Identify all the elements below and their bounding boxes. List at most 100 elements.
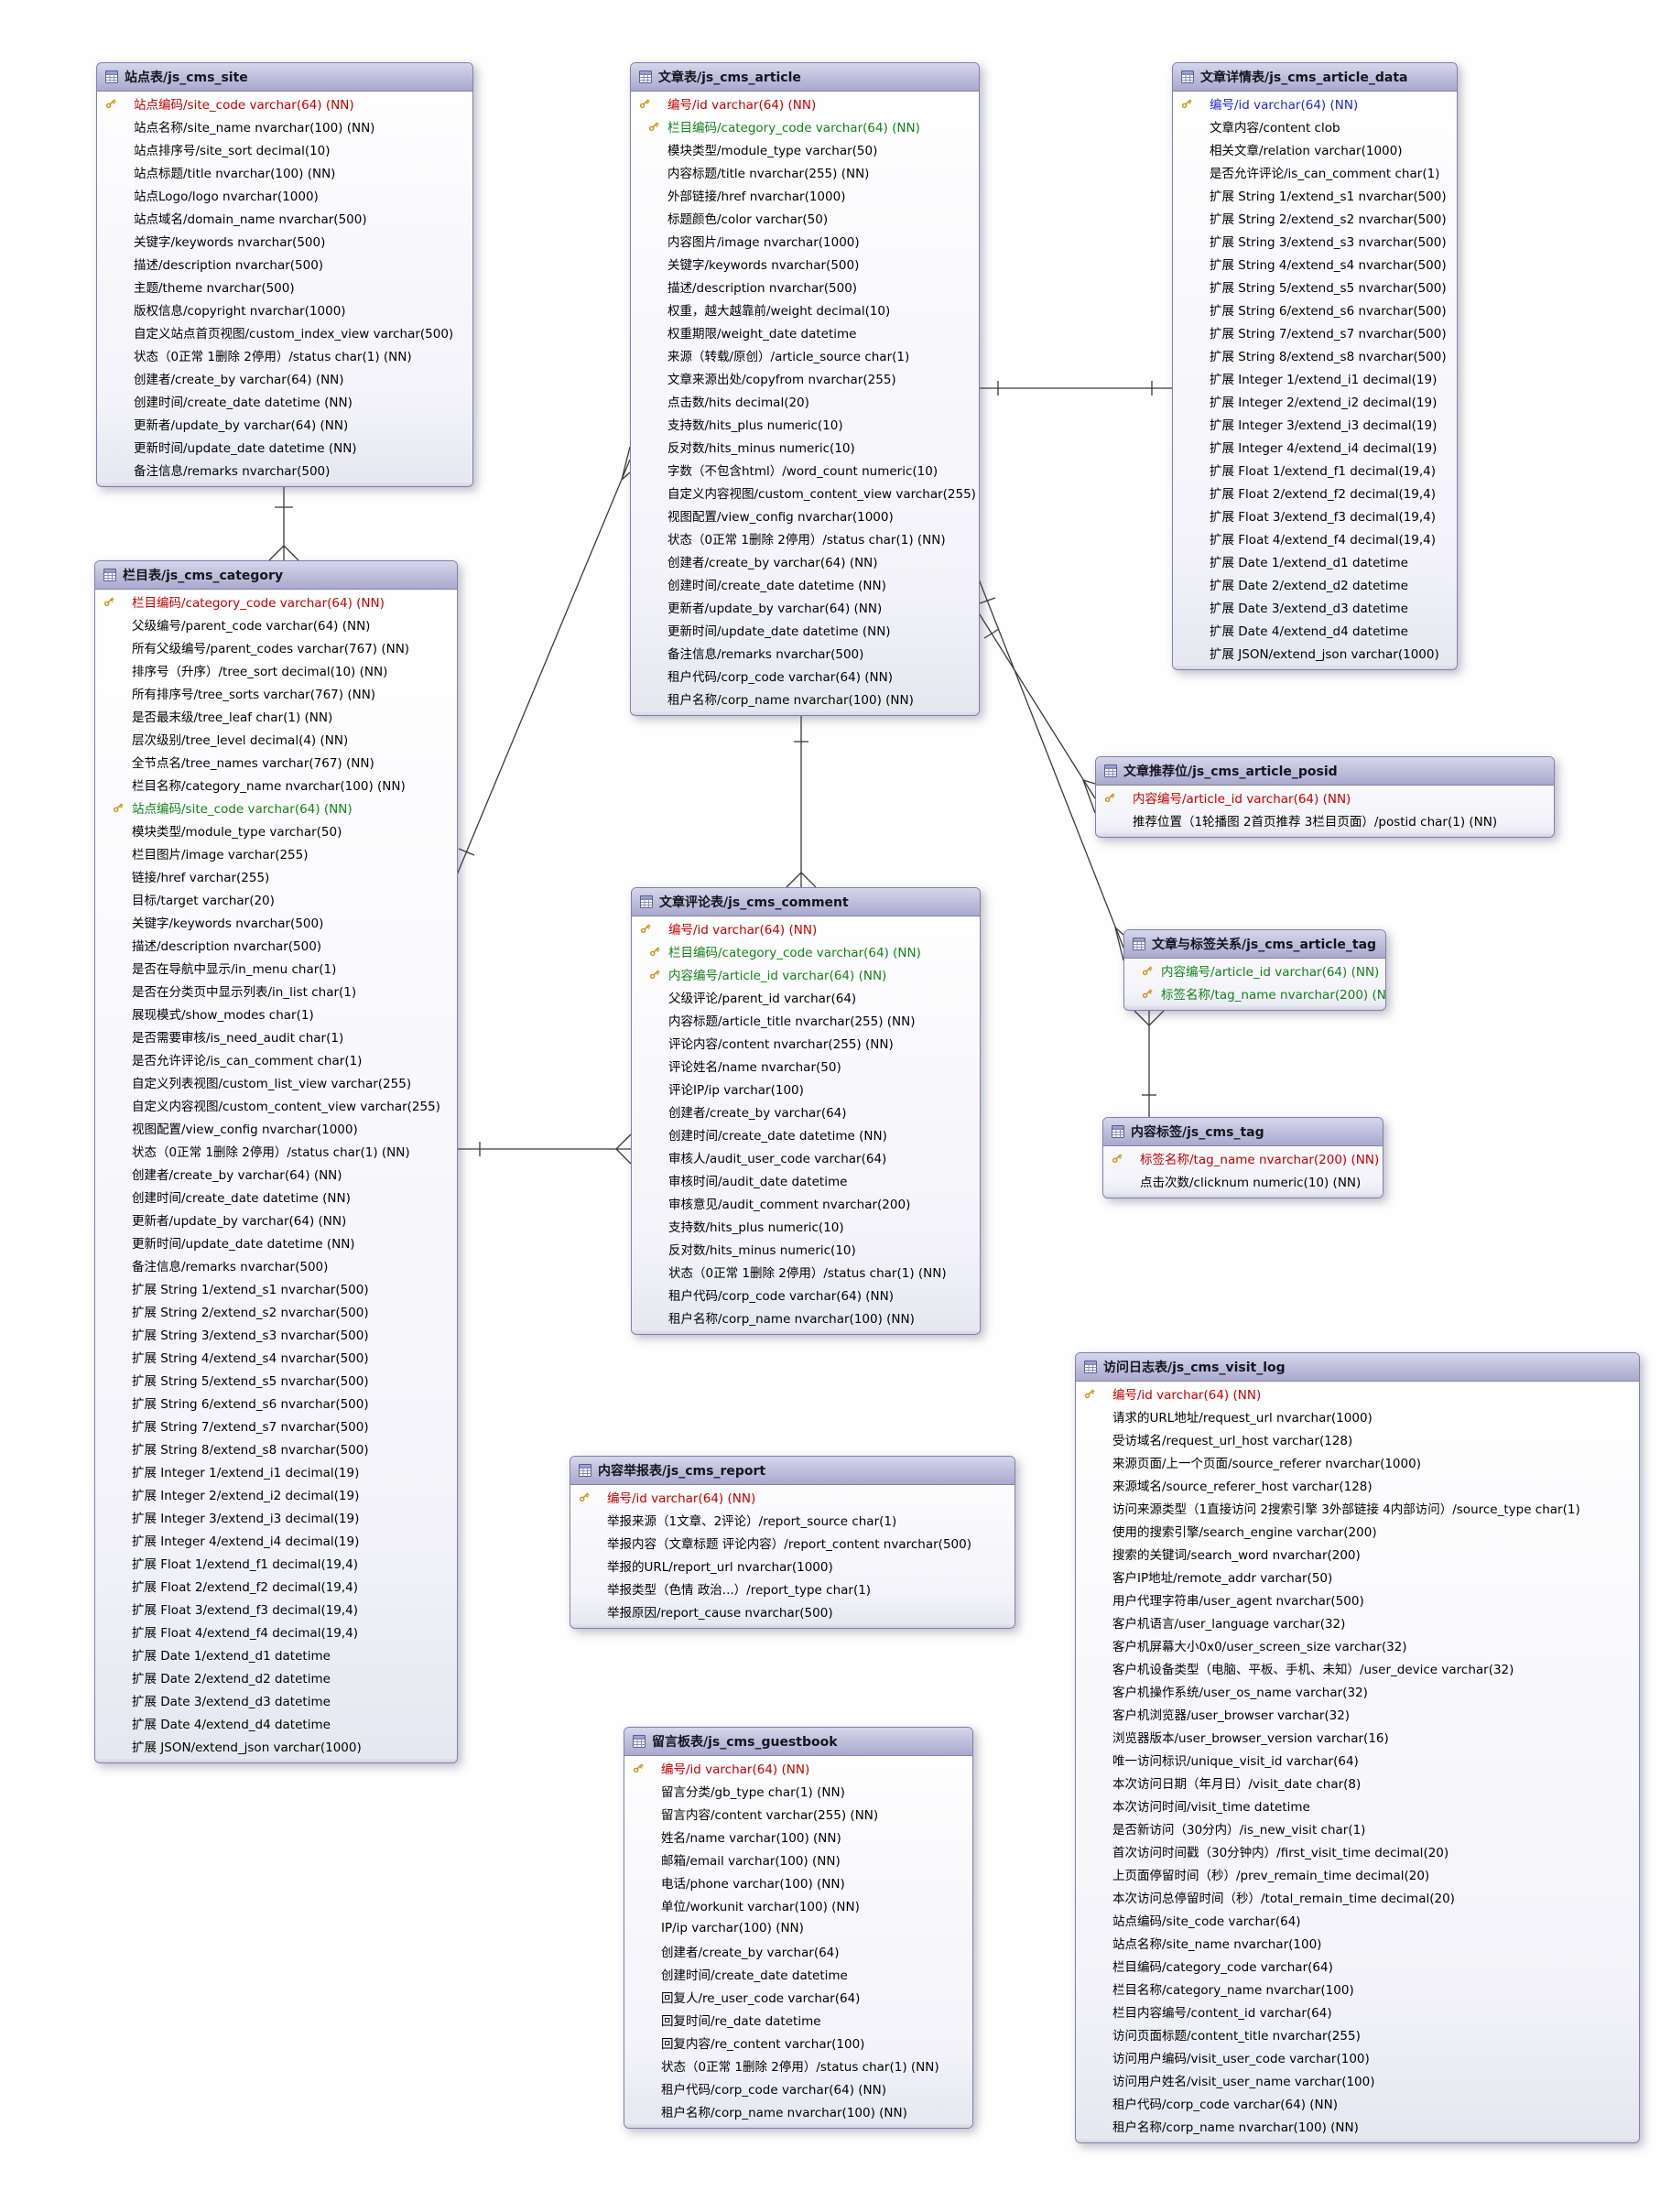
field-label: 客户机语言/user_language varchar(32) bbox=[1112, 1616, 1346, 1632]
relationship-line-segment bbox=[1148, 1010, 1165, 1026]
card-footer bbox=[1103, 1192, 1383, 1198]
field-row: 关键字/keywords nvarchar(500) bbox=[95, 910, 457, 933]
field-label: 反对数/hits_minus numeric(10) bbox=[668, 1242, 856, 1258]
card-footer bbox=[97, 481, 472, 486]
entity-js_cms_visit_log[interactable]: 访问日志表/js_cms_visit_log 编号/id varchar(64) … bbox=[1075, 1352, 1640, 2143]
table-header[interactable]: 文章与标签关系/js_cms_article_tag bbox=[1124, 930, 1385, 959]
table-header[interactable]: 文章推荐位/js_cms_article_posid bbox=[1096, 757, 1554, 786]
field-label: 自定义站点首页视图/custom_index_view varchar(500) bbox=[134, 326, 454, 342]
field-label: 审核时间/audit_date datetime bbox=[668, 1174, 848, 1189]
table-header[interactable]: 内容举报表/js_cms_report bbox=[570, 1457, 1015, 1485]
table-header[interactable]: 文章评论表/js_cms_comment bbox=[632, 888, 980, 916]
field-row: 扩展 Integer 4/extend_i4 decimal(19) bbox=[95, 1528, 457, 1551]
field-row: 内容编号/article_id varchar(64) (NN) bbox=[1096, 786, 1554, 808]
field-row: 父级编号/parent_code varchar(64) (NN) bbox=[95, 613, 457, 635]
field-row: 扩展 Float 2/extend_f2 decimal(19,4) bbox=[95, 1574, 457, 1597]
entity-js_cms_comment[interactable]: 文章评论表/js_cms_comment 编号/id varchar(64) (N… bbox=[631, 887, 981, 1335]
table-header[interactable]: 访问日志表/js_cms_visit_log bbox=[1076, 1353, 1639, 1382]
field-label: 是否最末级/tree_leaf char(1) (NN) bbox=[132, 710, 333, 725]
field-row: 是否在分类页中显示列表/in_list char(1) bbox=[95, 979, 457, 1002]
field-label: 扩展 String 6/extend_s6 nvarchar(500) bbox=[1210, 303, 1447, 319]
field-label: 唯一访问标识/unique_visit_id varchar(64) bbox=[1112, 1753, 1359, 1769]
field-label: 来源页面/上一个页面/source_referer nvarchar(1000) bbox=[1112, 1456, 1421, 1471]
field-row: 栏目图片/image varchar(255) bbox=[95, 841, 457, 864]
field-row: 是否需要审核/is_need_audit char(1) bbox=[95, 1025, 457, 1047]
field-row: 扩展 Date 2/extend_d2 datetime bbox=[1173, 572, 1457, 595]
foreign-key-cell bbox=[1124, 987, 1161, 1000]
field-label: 备注信息/remarks nvarchar(500) bbox=[134, 463, 331, 479]
relationship-line-segment bbox=[1114, 927, 1124, 961]
field-label: 站点域名/domain_name nvarchar(500) bbox=[134, 211, 367, 227]
field-row: 反对数/hits_minus numeric(10) bbox=[631, 435, 979, 458]
relationship-line-segment bbox=[1134, 1010, 1150, 1026]
field-label: 本次访问总停留时间（秒）/total_remain_time decimal(2… bbox=[1112, 1891, 1455, 1906]
field-label: 扩展 Date 4/extend_d4 datetime bbox=[132, 1717, 331, 1732]
field-label: 更新时间/update_date datetime (NN) bbox=[132, 1236, 355, 1252]
field-label: 站点名称/site_name nvarchar(100) (NN) bbox=[134, 120, 375, 136]
field-label: 链接/href varchar(255) bbox=[132, 870, 270, 885]
primary-key-cell bbox=[1173, 97, 1210, 110]
field-label: 创建者/create_by varchar(64) (NN) bbox=[132, 1167, 342, 1183]
table-header[interactable]: 内容标签/js_cms_tag bbox=[1103, 1118, 1383, 1146]
field-row: 栏目名称/category_name nvarchar(100) bbox=[1076, 1977, 1639, 2000]
field-label: 扩展 Integer 3/extend_i3 decimal(19) bbox=[132, 1511, 360, 1526]
relationship-line-segment bbox=[977, 576, 1124, 949]
field-label: 反对数/hits_minus numeric(10) bbox=[667, 440, 855, 456]
field-row: 目标/target varchar(20) bbox=[95, 887, 457, 910]
field-label: 编号/id varchar(64) (NN) bbox=[1210, 97, 1359, 113]
field-row: 扩展 Integer 3/extend_i3 decimal(19) bbox=[95, 1505, 457, 1528]
field-row: 所有父级编号/parent_codes varchar(767) (NN) bbox=[95, 635, 457, 658]
field-row: 唯一访问标识/unique_visit_id varchar(64) bbox=[1076, 1748, 1639, 1771]
field-row: 扩展 String 1/extend_s1 nvarchar(500) bbox=[1173, 183, 1457, 206]
key-icon bbox=[1142, 989, 1153, 998]
relationship-line-segment bbox=[979, 597, 996, 604]
field-label: 举报内容（文章标题 评论内容）/report_content nvarchar(… bbox=[607, 1536, 971, 1552]
field-label: 层次级别/tree_level decimal(4) (NN) bbox=[132, 732, 349, 748]
field-label: 扩展 Float 2/extend_f2 decimal(19,4) bbox=[1210, 486, 1437, 502]
field-label: 编号/id varchar(64) (NN) bbox=[1112, 1387, 1262, 1403]
field-label: 扩展 Integer 2/extend_i2 decimal(19) bbox=[1210, 395, 1438, 410]
table-header[interactable]: 文章表/js_cms_article bbox=[631, 63, 979, 92]
field-label: 扩展 Float 4/extend_f4 decimal(19,4) bbox=[1210, 532, 1437, 548]
field-row: 点击次数/clicknum numeric(10) (NN) bbox=[1103, 1169, 1383, 1192]
field-row: 是否在导航中显示/in_menu char(1) bbox=[95, 956, 457, 979]
field-row: 评论IP/ip varchar(100) bbox=[632, 1077, 980, 1100]
card-footer bbox=[570, 1622, 1015, 1628]
field-label: 自定义内容视图/custom_content_view varchar(255) bbox=[132, 1099, 440, 1114]
field-row: 扩展 Integer 3/extend_i3 decimal(19) bbox=[1173, 412, 1457, 435]
field-label: 扩展 String 2/extend_s2 nvarchar(500) bbox=[132, 1305, 369, 1320]
table-header[interactable]: 栏目表/js_cms_category bbox=[95, 561, 457, 590]
primary-key-cell bbox=[95, 595, 132, 608]
field-label: 编号/id varchar(64) (NN) bbox=[668, 922, 818, 938]
field-row: 支持数/hits_plus numeric(10) bbox=[632, 1214, 980, 1237]
field-label: 扩展 String 4/extend_s4 nvarchar(500) bbox=[132, 1350, 369, 1366]
entity-js_cms_article_data[interactable]: 文章详情表/js_cms_article_data 编号/id varchar(6… bbox=[1172, 62, 1458, 670]
primary-key-cell bbox=[97, 97, 134, 110]
field-row: 更新时间/update_date datetime (NN) bbox=[631, 618, 979, 641]
foreign-key-cell bbox=[1124, 964, 1161, 977]
field-label: 扩展 Date 4/extend_d4 datetime bbox=[1210, 623, 1408, 639]
field-label: 父级评论/parent_id varchar(64) bbox=[668, 991, 857, 1006]
field-row: 来源（转载/原创）/article_source char(1) bbox=[631, 343, 979, 366]
field-row: 关键字/keywords nvarchar(500) bbox=[97, 229, 472, 252]
key-icon bbox=[640, 924, 651, 933]
table-title: 留言板表/js_cms_guestbook bbox=[652, 1735, 838, 1750]
table-header[interactable]: 站点表/js_cms_site bbox=[97, 63, 472, 92]
field-row: 租户名称/corp_name nvarchar(100) (NN) bbox=[632, 1306, 980, 1328]
table-header[interactable]: 留言板表/js_cms_guestbook bbox=[624, 1728, 972, 1756]
field-row: 评论内容/content nvarchar(255) (NN) bbox=[632, 1031, 980, 1054]
field-label: 评论IP/ip varchar(100) bbox=[668, 1082, 804, 1098]
field-row: 自定义内容视图/custom_content_view varchar(255) bbox=[631, 481, 979, 504]
field-label: 标签名称/tag_name nvarchar(200) (NN) bbox=[1161, 987, 1386, 1003]
field-label: 扩展 String 1/extend_s1 nvarchar(500) bbox=[1210, 189, 1447, 204]
field-row: 扩展 Date 3/extend_d3 datetime bbox=[1173, 595, 1457, 618]
table-header[interactable]: 文章详情表/js_cms_article_data bbox=[1173, 63, 1457, 92]
